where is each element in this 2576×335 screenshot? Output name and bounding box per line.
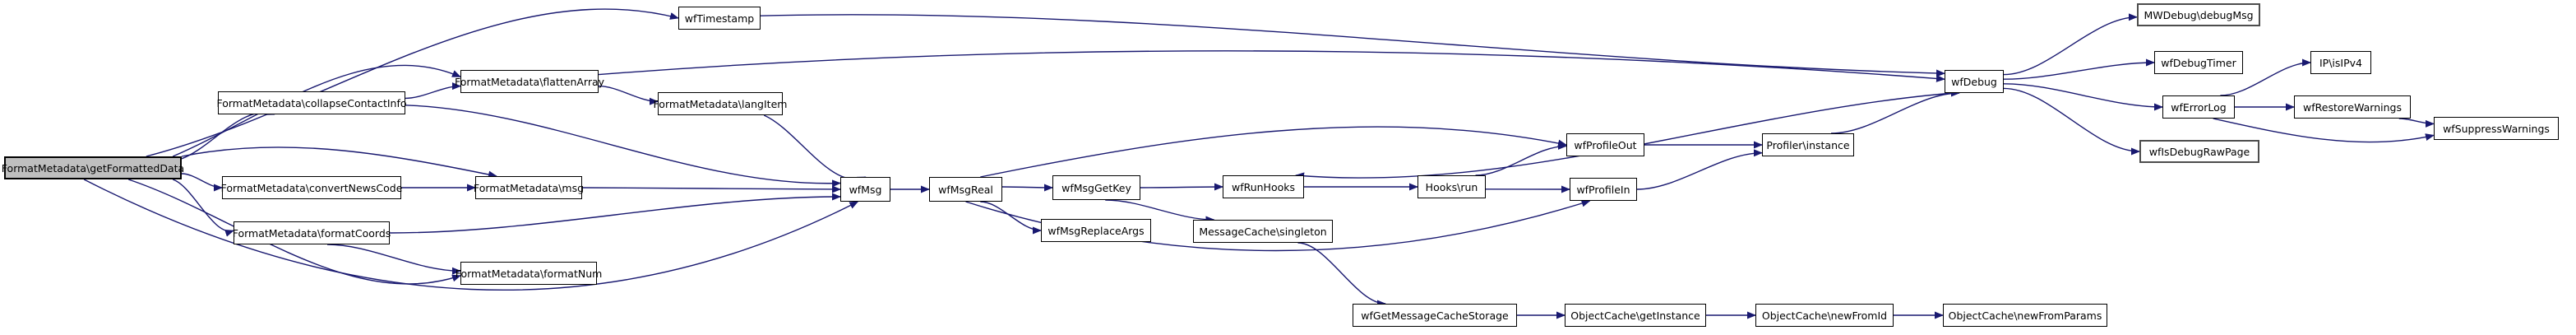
graph-node-ObjectCacheNewFromParams[interactable]: ObjectCache\newFromParams bbox=[1943, 304, 2107, 327]
call-edge-MessageCacheSingleton-to-wfGetMessageCacheStorage bbox=[1297, 242, 1386, 308]
call-edge-ProfilerInstance-to-wfDebug bbox=[1830, 89, 1960, 134]
graph-node-wfDebugTimer[interactable]: wfDebugTimer bbox=[2154, 51, 2243, 74]
call-edge-wfMsgReal-to-wfMsgReplaceArgs bbox=[980, 201, 1042, 235]
call-edge-wfMsgReal-to-wfMsgGetKey bbox=[1001, 184, 1053, 192]
graph-node-wfProfileIn[interactable]: wfProfileIn bbox=[1570, 178, 1637, 201]
graph-node-wfSuppressWarnings[interactable]: wfSuppressWarnings bbox=[2434, 117, 2559, 140]
graph-node-getFormattedData[interactable]: FormatMetadata\getFormattedData bbox=[2, 156, 184, 179]
graph-node-msg[interactable]: FormatMetadata\msg bbox=[474, 176, 584, 199]
graph-node-wfTimestamp[interactable]: wfTimestamp bbox=[678, 7, 761, 30]
call-edge-wfDebug-to-wfDebugTimer bbox=[2003, 58, 2155, 80]
graph-node-collapseContactInfo[interactable]: FormatMetadata\collapseContactInfo bbox=[217, 91, 407, 114]
graph-node-wfErrorLog[interactable]: wfErrorLog bbox=[2162, 95, 2235, 119]
graph-node-wfIsDebugRawPage[interactable]: wfIsDebugRawPage bbox=[2139, 140, 2259, 163]
call-edge-wfRestoreWarnings-to-wfSuppressWarnings bbox=[2398, 118, 2435, 128]
call-edge-flattenArray-to-langItem bbox=[598, 85, 659, 105]
graph-node-wfRestoreWarnings[interactable]: wfRestoreWarnings bbox=[2294, 95, 2411, 119]
call-edge-getFormattedData-to-msg bbox=[181, 147, 497, 179]
call-edge-collapseContactInfo-to-wfMsg bbox=[405, 105, 841, 188]
call-edge-msg-to-wfMsg bbox=[581, 185, 841, 193]
graph-node-ObjectCacheNewFromId[interactable]: ObjectCache\newFromId bbox=[1755, 304, 1894, 327]
call-edge-getFormattedData-to-wfMsg bbox=[83, 179, 859, 291]
graph-node-wfMsgGetKey[interactable]: wfMsgGetKey bbox=[1052, 175, 1140, 200]
call-edge-wfDebug-to-wfErrorLog bbox=[2003, 83, 2163, 111]
graph-node-MWDebugDebugMsg[interactable]: MWDebug\debugMsg bbox=[2137, 3, 2260, 26]
call-edge-wfMsgReal-to-wfProfileOut bbox=[980, 126, 1567, 178]
graph-node-formatNum[interactable]: FormatMetadata\formatNum bbox=[456, 262, 602, 285]
call-edge-wfErrorLog-to-IPIsIPv4 bbox=[2220, 58, 2311, 96]
call-edge-getFormattedData-to-formatNum bbox=[127, 179, 461, 285]
graph-node-wfMsgReal[interactable]: wfMsgReal bbox=[929, 177, 1002, 202]
call-edge-wfDebug-to-wfIsDebugRawPage bbox=[2003, 87, 2140, 156]
graph-node-flattenArray[interactable]: FormatMetadata\flattenArray bbox=[455, 70, 604, 93]
call-edge-langItem-to-wfMsg bbox=[763, 114, 867, 184]
call-edge-wfProfileIn-to-ProfilerInstance bbox=[1636, 149, 1763, 190]
graph-node-MessageCacheSingleton[interactable]: MessageCache\singleton bbox=[1193, 220, 1333, 243]
call-edge-wfErrorLog-to-wfSuppressWarnings bbox=[2213, 118, 2435, 143]
call-edge-getFormattedData-to-convertNewsCode bbox=[181, 173, 223, 192]
graph-node-ProfilerInstance[interactable]: Profiler\instance bbox=[1762, 133, 1854, 156]
call-edge-flattenArray-to-wfDebug bbox=[598, 50, 1945, 82]
call-edge-getFormattedData-to-collapseContactInfo bbox=[181, 108, 275, 160]
call-edge-wfMsgGetKey-to-MessageCacheSingleton bbox=[1105, 199, 1215, 224]
call-edge-HooksRun-to-wfProfileOut bbox=[1475, 142, 1567, 176]
graph-node-wfMsgReplaceArgs[interactable]: wfMsgReplaceArgs bbox=[1041, 219, 1151, 242]
call-edge-getFormattedData-to-flattenArray bbox=[172, 64, 461, 157]
graph-node-wfGetMessageCacheStorage[interactable]: wfGetMessageCacheStorage bbox=[1353, 304, 1517, 327]
call-edge-wfDebug-to-MWDebugDebugMsg bbox=[2003, 13, 2138, 76]
graph-node-wfDebug[interactable]: wfDebug bbox=[1945, 70, 2004, 93]
call-edge-wfTimestamp-to-wfDebug bbox=[760, 14, 1945, 77]
call-edge-collapseContactInfo-to-flattenArray bbox=[405, 82, 461, 100]
call-edge-formatCoords-to-wfMsg bbox=[389, 193, 841, 234]
graph-node-wfRunHooks[interactable]: wfRunHooks bbox=[1223, 175, 1304, 198]
graph-node-wfMsg[interactable]: wfMsg bbox=[840, 177, 890, 202]
graph-node-formatCoords[interactable]: FormatMetadata\formatCoords bbox=[233, 221, 391, 244]
graph-node-langItem[interactable]: FormatMetadata\langItem bbox=[654, 92, 787, 115]
call-edge-getFormattedData-to-formatCoords bbox=[172, 179, 234, 237]
call-edge-formatCoords-to-formatNum bbox=[326, 244, 461, 275]
graph-node-IPIsIPv4[interactable]: IP\isIPv4 bbox=[2310, 51, 2371, 74]
graph-node-HooksRun[interactable]: Hooks\run bbox=[1417, 175, 1486, 198]
call-edge-wfMsgGetKey-to-wfRunHooks bbox=[1140, 183, 1223, 191]
graph-node-convertNewsCode[interactable]: FormatMetadata\convertNewsCode bbox=[221, 176, 402, 199]
graph-node-wfProfileOut[interactable]: wfProfileOut bbox=[1566, 133, 1644, 156]
graph-node-ObjectCacheGetInstance[interactable]: ObjectCache\getInstance bbox=[1565, 304, 1706, 327]
